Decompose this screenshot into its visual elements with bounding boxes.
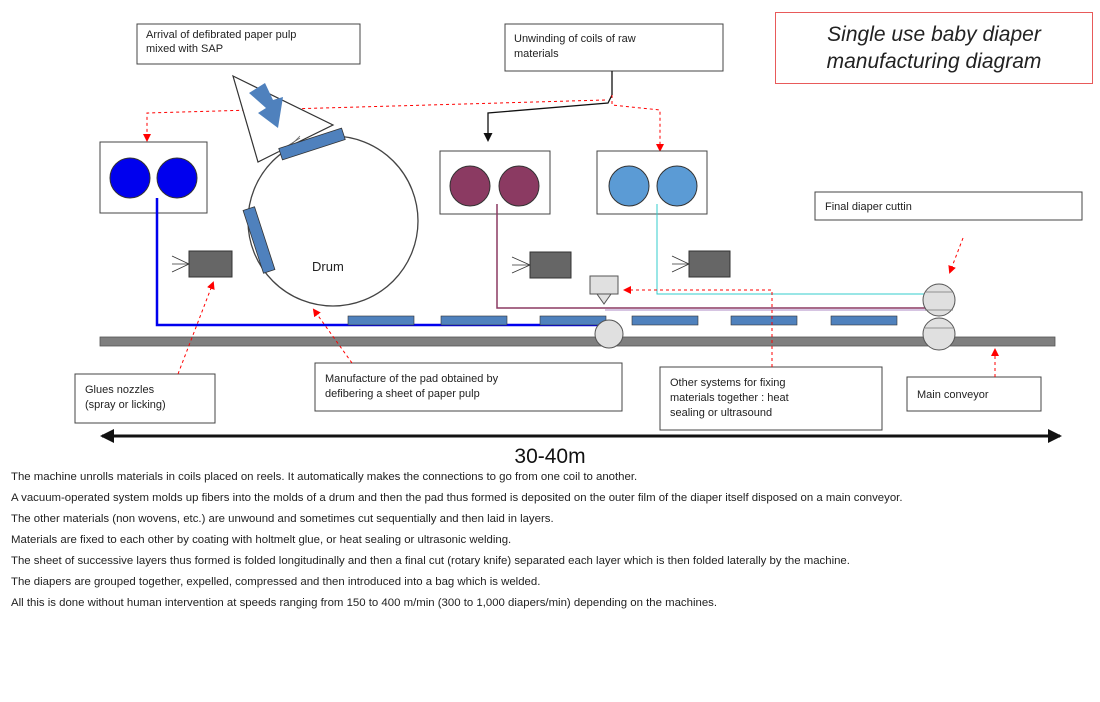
glue-nozzle-1	[171, 250, 233, 278]
glue-nozzle-2	[511, 251, 572, 279]
diagram-title-box: Single use baby diaper manufacturing dia…	[775, 12, 1093, 84]
sealing-station	[589, 275, 624, 349]
callout-final-cut: Final diaper cuttin	[814, 191, 1083, 274]
callout-final-cut-text: Final diaper cuttin	[825, 201, 912, 213]
length-label: 30-40m	[514, 445, 586, 468]
pulp-arrow-icon	[249, 83, 283, 128]
description-paragraph: The machine unrolls materials in coils p…	[11, 471, 638, 483]
drum-mold-top	[278, 127, 346, 161]
callout-fixing-systems: Other systems for fixing materials toget…	[623, 286, 883, 431]
unwinding-connectors	[143, 71, 664, 152]
reel-box-purple	[439, 150, 551, 215]
final-cutter	[922, 283, 956, 351]
machine-diagram: Arrival of defibrated paper pulp mixed w…	[74, 23, 1083, 443]
cutter-roller-bottom	[922, 317, 956, 351]
description-paragraph: Materials are fixed to each other by coa…	[11, 534, 512, 546]
callout-unwinding-line-2: materials	[514, 48, 559, 60]
pad	[631, 315, 699, 326]
reel-purple-left	[449, 165, 491, 207]
pad	[830, 315, 898, 326]
callout-unwinding-line-1: Unwinding of coils of raw	[514, 33, 636, 45]
description-paragraph: A vacuum-operated system molds up fibers…	[11, 492, 903, 504]
reel-box-blue	[99, 141, 208, 214]
reel-blue-left	[109, 157, 151, 199]
callout-pulp-arrival-line-2: mixed with SAP	[146, 43, 223, 55]
callout-unwinding: Unwinding of coils of raw materials	[504, 23, 724, 72]
reel-box-lightblue	[596, 150, 708, 215]
callout-main-conveyor: Main conveyor	[906, 348, 1042, 412]
callout-pad-manufacture-line-2: defibering a sheet of paper pulp	[325, 388, 480, 400]
description: The machine unrolls materials in coils p…	[11, 470, 1091, 617]
description-paragraph: All this is done without human intervent…	[11, 597, 718, 609]
callout-fixing-systems-line-3: sealing or ultrasound	[670, 407, 772, 419]
drum-mold-side	[242, 206, 276, 274]
pad	[539, 315, 607, 326]
sealing-roller	[594, 319, 624, 349]
pulp-hopper	[232, 74, 335, 163]
web-purple	[496, 204, 930, 309]
callout-glue-nozzles-line-1: Glues nozzles	[85, 384, 155, 396]
pad	[440, 315, 508, 326]
description-paragraph: The diapers are grouped together, expell…	[11, 576, 541, 588]
glue-nozzle-3	[671, 250, 731, 278]
callout-pulp-arrival-line-1: Arrival of defibrated paper pulp	[146, 29, 296, 41]
cutter-roller-top	[922, 283, 956, 317]
callout-fixing-systems-line-2: materials together : heat	[670, 392, 789, 404]
description-paragraph: The other materials (non wovens, etc.) a…	[11, 513, 554, 525]
callout-glue-nozzles-line-2: (spray or licking)	[85, 399, 166, 411]
callout-fixing-systems-line-1: Other systems for fixing	[670, 377, 786, 389]
callout-glue-nozzles: Glues nozzles (spray or licking)	[74, 281, 216, 424]
callout-pad-manufacture-line-1: Manufacture of the pad obtained by	[325, 373, 499, 385]
reel-purple-right	[498, 165, 540, 207]
callout-pad-manufacture: Manufacture of the pad obtained by defib…	[312, 308, 623, 412]
drum: Drum	[242, 127, 419, 307]
description-paragraph: The sheet of successive layers thus form…	[11, 555, 850, 567]
callout-pulp-arrival: Arrival of defibrated paper pulp mixed w…	[136, 23, 361, 65]
pads	[347, 315, 898, 326]
reel-lightblue-left	[608, 165, 650, 207]
callout-main-conveyor-text: Main conveyor	[917, 389, 989, 401]
main-conveyor	[99, 336, 1056, 347]
diagram-title: Single use baby diaper manufacturing dia…	[826, 23, 1042, 73]
drum-label: Drum	[312, 259, 344, 274]
pad	[347, 315, 415, 326]
reel-lightblue-right	[656, 165, 698, 207]
reel-blue-right	[156, 157, 198, 199]
web-lightblue	[656, 204, 930, 295]
pad	[730, 315, 798, 326]
